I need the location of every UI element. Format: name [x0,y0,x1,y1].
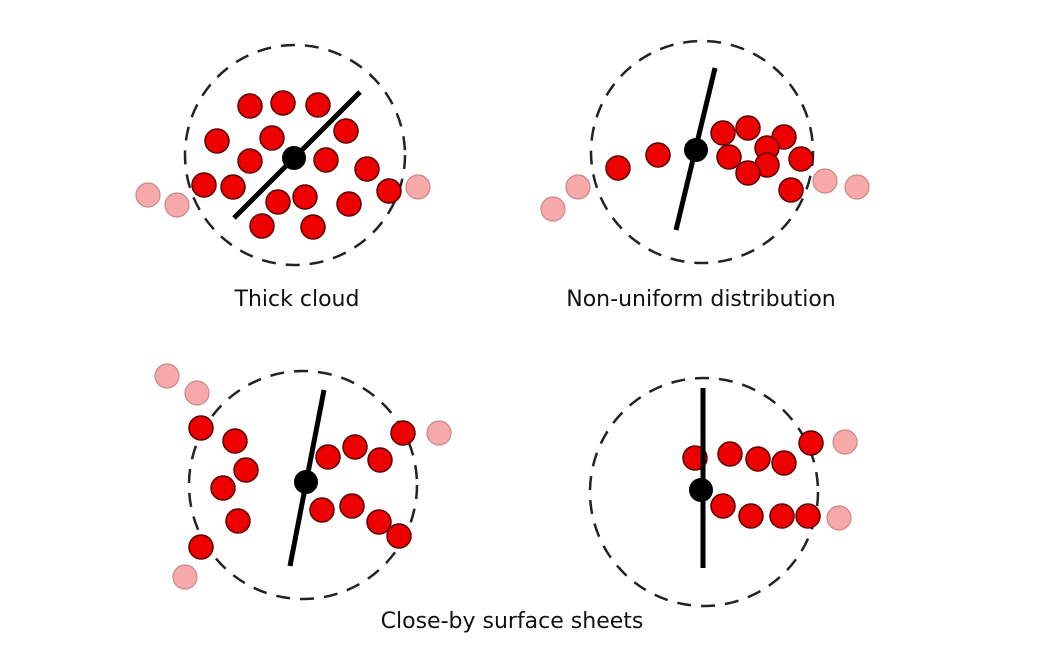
close-by-sheets-right-point [710,493,736,519]
thick-cloud-point [354,156,380,182]
thick-cloud-point [259,125,285,151]
non-uniform-distribution-point [716,144,742,170]
close-by-sheets-left-point [225,508,251,534]
close-by-sheets-left-point [309,497,335,523]
thick-cloud-point [305,92,331,118]
caption-thick-cloud: Thick cloud [234,287,360,312]
thick-cloud-neighborhood-circle [183,43,407,267]
non-uniform-distribution-outlier-point [812,168,838,194]
close-by-sheets-right-outlier-point [826,505,852,531]
thick-cloud-outlier-point [164,192,190,218]
close-by-sheets-right-point [745,446,771,472]
non-uniform-distribution-point [605,155,631,181]
thick-cloud-point [336,191,362,217]
close-by-sheets-left-point [390,420,416,446]
non-uniform-distribution-point [788,146,814,172]
close-by-sheets-left-point [339,493,365,519]
thick-cloud-point [313,147,339,173]
non-uniform-distribution-point [645,142,671,168]
thick-cloud-point [204,128,230,154]
close-by-sheets-right-point [795,503,821,529]
close-by-sheets-left-point [366,509,392,535]
thick-cloud-point [237,93,263,119]
non-uniform-distribution-outlier-point [565,174,591,200]
close-by-sheets-left-point [210,475,236,501]
close-by-sheets-right-point [738,503,764,529]
close-by-sheets-right-point [798,430,824,456]
close-by-sheets-right-point [769,503,795,529]
close-by-sheets-left-point [188,534,214,560]
non-uniform-distribution-point [710,120,736,146]
close-by-sheets-left-point [222,428,248,454]
close-by-sheets-right-outlier-point [832,429,858,455]
thick-cloud-point [300,214,326,240]
close-by-sheets-left-point [386,523,412,549]
thick-cloud-point [376,178,402,204]
non-uniform-distribution-neighborhood-circle [589,39,815,265]
close-by-sheets-left-center-point [294,470,318,494]
close-by-sheets-left-point [367,447,393,473]
close-by-sheets-left-outlier-point [154,363,180,389]
close-by-sheets-left-point [233,457,259,483]
close-by-sheets-left-outlier-point [426,420,452,446]
close-by-sheets-left-neighborhood-circle [187,369,419,601]
thick-cloud-point [270,90,296,116]
close-by-sheets-left-outlier-point [184,380,210,406]
close-by-sheets-right-point [717,441,743,467]
thick-cloud-point [265,189,291,215]
thick-cloud-outlier-point [405,174,431,200]
thick-cloud-point [191,172,217,198]
close-by-sheets-right-point [771,450,797,476]
close-by-sheets-right-neighborhood-circle [588,376,820,608]
close-by-sheets-left-outlier-point [172,564,198,590]
non-uniform-distribution-center-point [684,138,708,162]
close-by-sheets-left-point [315,444,341,470]
non-uniform-distribution-outlier-point [844,174,870,200]
thick-cloud-point [249,213,275,239]
close-by-sheets-left-point [188,415,214,441]
thick-cloud-outlier-point [135,182,161,208]
thick-cloud-center-point [282,146,306,170]
close-by-sheets-right-center-point [689,478,713,502]
caption-non-uniform-distribution: Non-uniform distribution [566,287,836,312]
close-by-sheets-left-point [342,434,368,460]
thick-cloud-point [333,118,359,144]
caption-close-by-surface-sheets: Close-by surface sheets [380,609,644,634]
non-uniform-distribution-point [778,177,804,203]
non-uniform-distribution-outlier-point [540,196,566,222]
thick-cloud-point [292,184,318,210]
thick-cloud-point [220,174,246,200]
non-uniform-distribution-point [735,115,761,141]
non-uniform-distribution-point [735,160,761,186]
thick-cloud-point [237,148,263,174]
